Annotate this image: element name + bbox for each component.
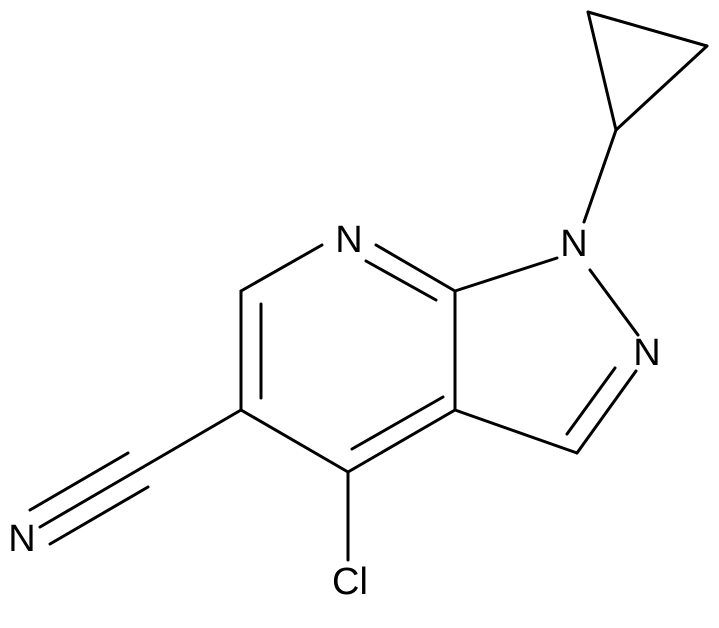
bond-n2-c3-inner xyxy=(565,366,617,436)
atom-n-nitrile: N xyxy=(8,518,35,560)
bond-cyclopropyl-left xyxy=(586,10,618,132)
bond-nitrile-triple-1 xyxy=(38,468,140,529)
atom-cl: Cl xyxy=(332,561,368,603)
bond-c3-c3a xyxy=(453,408,579,455)
bond-c5-cnitrile xyxy=(136,408,243,472)
bond-n2-c3 xyxy=(575,369,638,455)
bond-cyclopropyl-top xyxy=(586,10,709,48)
bond-nitrile-triple-2 xyxy=(28,451,130,512)
bond-c4-c3a-inner xyxy=(350,395,445,451)
bond-c5-c4 xyxy=(239,408,350,474)
bond-c7a-n7-inner xyxy=(364,259,438,302)
bond-c7a-n1 xyxy=(453,256,559,293)
atom-n2-pyrazole: N xyxy=(633,332,660,374)
bond-cyclopropyl-right xyxy=(614,44,709,132)
bond-c7a-n7 xyxy=(374,243,457,293)
atom-n-pyridine: N xyxy=(335,219,362,261)
atom-n1-pyrazole: N xyxy=(560,223,587,265)
bond-n1-n2 xyxy=(588,268,640,337)
bond-nitrile-triple-3 xyxy=(48,485,150,546)
bond-cyclopropyl-n1 xyxy=(582,128,618,224)
bond-n7-c6 xyxy=(239,243,324,293)
bond-c4-c3a xyxy=(346,408,457,474)
